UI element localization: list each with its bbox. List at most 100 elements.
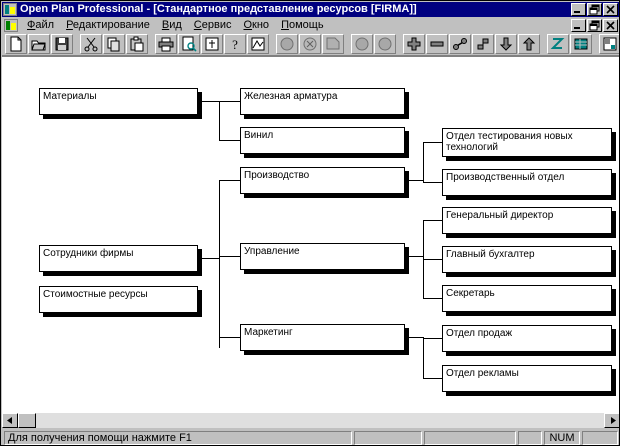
close-icon [606, 5, 615, 14]
what-is-this-button[interactable] [247, 34, 269, 54]
toolbar: ? [2, 33, 619, 56]
zigzag-icon [550, 38, 565, 49]
restore-button[interactable] [587, 3, 602, 16]
status-pane-2 [424, 430, 516, 445]
document-icon[interactable] [4, 18, 18, 32]
app-icon [3, 3, 17, 16]
link-button[interactable] [449, 34, 471, 54]
node-a-button[interactable] [351, 34, 373, 54]
connector-line [198, 101, 220, 102]
close-button[interactable] [603, 3, 618, 16]
copy-icon [107, 37, 120, 52]
zigzag-button[interactable] [547, 34, 569, 54]
grid-view-button[interactable] [570, 34, 592, 54]
resource-button[interactable] [276, 34, 298, 54]
resource-pool-icon [303, 37, 317, 51]
window-title: Open Plan Professional - [Стандартное пр… [20, 3, 417, 15]
status-bar: Для получения помощи нажмите F1 NUM [2, 429, 619, 445]
print-preview-button[interactable] [178, 34, 200, 54]
print-preview-icon [182, 36, 197, 52]
connector-line [423, 378, 443, 379]
chart-node-otdel-reklamy[interactable]: Отдел рекламы [442, 365, 612, 392]
chart-node-proizvodstvennyy-otdel[interactable]: Производственный отдел [442, 169, 612, 196]
node-b-button[interactable] [374, 34, 396, 54]
chart-node-vinil[interactable]: Винил [240, 127, 405, 154]
move-up-icon [522, 37, 536, 51]
chart-node-upravlenie[interactable]: Управление [240, 243, 405, 270]
cut-button[interactable] [80, 34, 102, 54]
move-down-button[interactable] [495, 34, 517, 54]
status-pane-4 [582, 430, 618, 445]
scroll-left-button[interactable] [2, 413, 18, 428]
scroll-right-button[interactable] [604, 413, 619, 428]
minimize-icon [574, 11, 580, 13]
connector-line [423, 142, 443, 143]
layout-button[interactable] [599, 34, 619, 54]
status-pane-1 [354, 430, 422, 445]
connector-line [198, 258, 220, 259]
scrollbar-thumb[interactable] [18, 413, 36, 428]
menu-item-tools[interactable]: Сервис [193, 18, 232, 31]
chart-node-zheleznaya-armatura[interactable]: Железная арматура [240, 88, 405, 115]
save-disk-icon [55, 37, 69, 51]
mdi-restore-button[interactable] [587, 18, 602, 32]
resource-group-button[interactable] [322, 34, 344, 54]
minimize-button[interactable] [571, 3, 586, 16]
menu-item-view[interactable]: Вид [161, 18, 182, 31]
step-button[interactable] [472, 34, 494, 54]
connector-line [219, 337, 240, 338]
chart-node-marketing[interactable]: Маркетинг [240, 324, 405, 351]
chart-client-area[interactable]: Материалы Сотрудники фирмы Стоимостные р… [2, 56, 619, 412]
add-button[interactable] [403, 34, 425, 54]
connector-line [405, 337, 424, 338]
resource-pool-button[interactable] [299, 34, 321, 54]
node-circle-b-icon [378, 37, 392, 51]
move-up-button[interactable] [518, 34, 540, 54]
chart-node-sotrudniki-firmy[interactable]: Сотрудники фирмы [39, 245, 198, 272]
remove-minus-icon [430, 41, 444, 47]
left-arrow-icon [6, 417, 12, 424]
connector-line [219, 140, 240, 141]
paste-icon [130, 36, 144, 52]
scrollbar-track[interactable] [18, 413, 604, 428]
save-button[interactable] [51, 34, 73, 54]
cut-scissors-icon [84, 37, 98, 52]
connector-line [219, 256, 240, 257]
chart-node-sekretar[interactable]: Секретарь [442, 285, 612, 312]
window-controls [571, 3, 619, 16]
what-is-this-icon [251, 37, 265, 51]
close-icon [606, 20, 615, 30]
paste-button[interactable] [126, 34, 148, 54]
svg-text:?: ? [232, 37, 238, 52]
print-button[interactable] [155, 34, 177, 54]
new-button[interactable] [5, 34, 27, 54]
menu-item-edit[interactable]: Редактирование [66, 18, 150, 31]
status-num-indicator: NUM [544, 430, 580, 445]
mdi-child-controls [571, 18, 619, 32]
copy-button[interactable] [103, 34, 125, 54]
chart-node-stoimostnye-resursy[interactable]: Стоимостные ресурсы [39, 286, 198, 313]
chart-node-materialy[interactable]: Материалы [39, 88, 198, 115]
restore-icon [589, 20, 600, 30]
mdi-close-button[interactable] [603, 18, 618, 32]
help-button[interactable]: ? [224, 34, 246, 54]
menu-item-help[interactable]: Помощь [281, 18, 324, 31]
chart-node-otdel-testirovaniya[interactable]: Отдел тестирования новых технологий [442, 128, 612, 157]
chart-node-glavnyy-buhgalter[interactable]: Главный бухгалтер [442, 246, 612, 273]
menu-item-window[interactable]: Окно [243, 18, 270, 31]
open-button[interactable] [28, 34, 50, 54]
resource-group-icon [326, 37, 340, 50]
connector-line [423, 182, 443, 183]
page-setup-button[interactable] [201, 34, 223, 54]
mdi-minimize-button[interactable] [571, 18, 586, 32]
remove-button[interactable] [426, 34, 448, 54]
chart-node-generalnyy-direktor[interactable]: Генеральный директор [442, 207, 612, 234]
resource-circle-icon [280, 37, 294, 51]
status-message: Для получения помощи нажмите F1 [4, 430, 352, 445]
horizontal-scrollbar[interactable] [2, 412, 619, 428]
chart-node-proizvodstvo[interactable]: Производство [240, 167, 405, 194]
menu-item-file[interactable]: Файл [27, 18, 55, 31]
connector-line [405, 256, 424, 257]
chart-node-otdel-prodazh[interactable]: Отдел продаж [442, 325, 612, 352]
